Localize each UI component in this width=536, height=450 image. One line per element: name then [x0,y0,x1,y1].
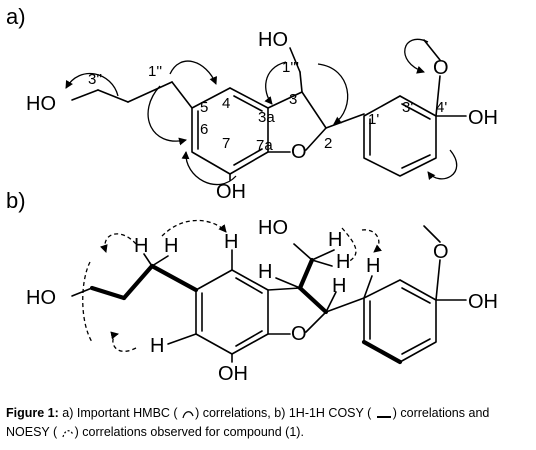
panel-b: b) [6,188,498,385]
atom-b-oh-bottom: OH [218,363,248,385]
num-4p: 4' [436,99,447,116]
figure-caption: Figure 1: a) Important HMBC ( ) correlat… [6,404,530,442]
num-4: 4 [222,95,230,112]
panel-a-bonds [71,39,467,181]
panel-b-labels: HO HO OH OH O O H H H H H H H H H [26,217,498,385]
compound-correlation-figure: a) [6,4,498,385]
cosy-bond-symbol-icon [376,415,391,418]
atom-oh-bottom: OH [216,181,246,203]
atom-o-ring: O [291,141,307,163]
caption-label: Figure 1: [6,406,59,420]
hmbc-arrow-symbol-icon [182,410,194,418]
atom-b-oh-right: OH [468,291,498,313]
caption-part-4: ) correlations observed for compound (1)… [74,425,304,439]
num-7a: 7a [256,137,273,154]
num-7: 7 [222,135,230,152]
panel-b-cosy-bonds [89,257,403,365]
atom-h-2p: H [366,255,380,277]
atom-b-o-ring: O [291,323,307,345]
atom-h-4: H [224,231,238,253]
num-3pp: 3'' [88,71,102,88]
atom-o-methoxy: O [433,57,449,79]
atom-h-1ppp-a: H [328,229,342,251]
caption-part-3: ) correlations and NOESY ( [6,406,490,439]
num-3: 3 [289,91,297,108]
atom-b-o-methoxy: O [433,241,449,263]
noesy-arrow-symbol-icon [62,429,74,437]
panel-b-label: b) [6,188,26,213]
num-3p: 3' [402,99,413,116]
atom-h-1pp-b: H [164,235,178,257]
caption-part-1: a) Important HMBC ( [58,406,178,420]
panel-b-bonds [71,225,467,363]
num-2: 2 [324,135,332,152]
atom-h-2: H [332,275,346,297]
atom-b-ho-left: HO [26,287,56,309]
atom-oh-right: OH [468,107,498,129]
atom-h-1ppp-b: H [336,251,350,273]
num-1ppp: 1''' [282,59,299,76]
num-1pp: 1'' [148,63,162,80]
num-5: 5 [200,99,208,116]
atom-h-1pp-a: H [134,235,148,257]
panel-a-hmbc-arrows [65,38,458,186]
num-1p: 1' [368,111,379,128]
panel-a: a) [6,4,498,203]
caption-part-2: ) correlations, b) 1H-1H COSY ( [195,406,372,420]
panel-b-noesy-arrows [82,219,382,352]
panel-a-label: a) [6,4,26,29]
num-3a: 3a [258,109,275,126]
atom-ho-top: HO [258,29,288,51]
atom-b-ho-top: HO [258,217,288,239]
atom-h-3: H [258,261,272,283]
panel-a-labels: HO HO OH OH O O 3'' 1'' 1''' 5 4 3a 3 6 … [26,29,498,203]
atom-ho-left: HO [26,93,56,115]
num-6: 6 [200,121,208,138]
atom-h-6: H [150,335,164,357]
